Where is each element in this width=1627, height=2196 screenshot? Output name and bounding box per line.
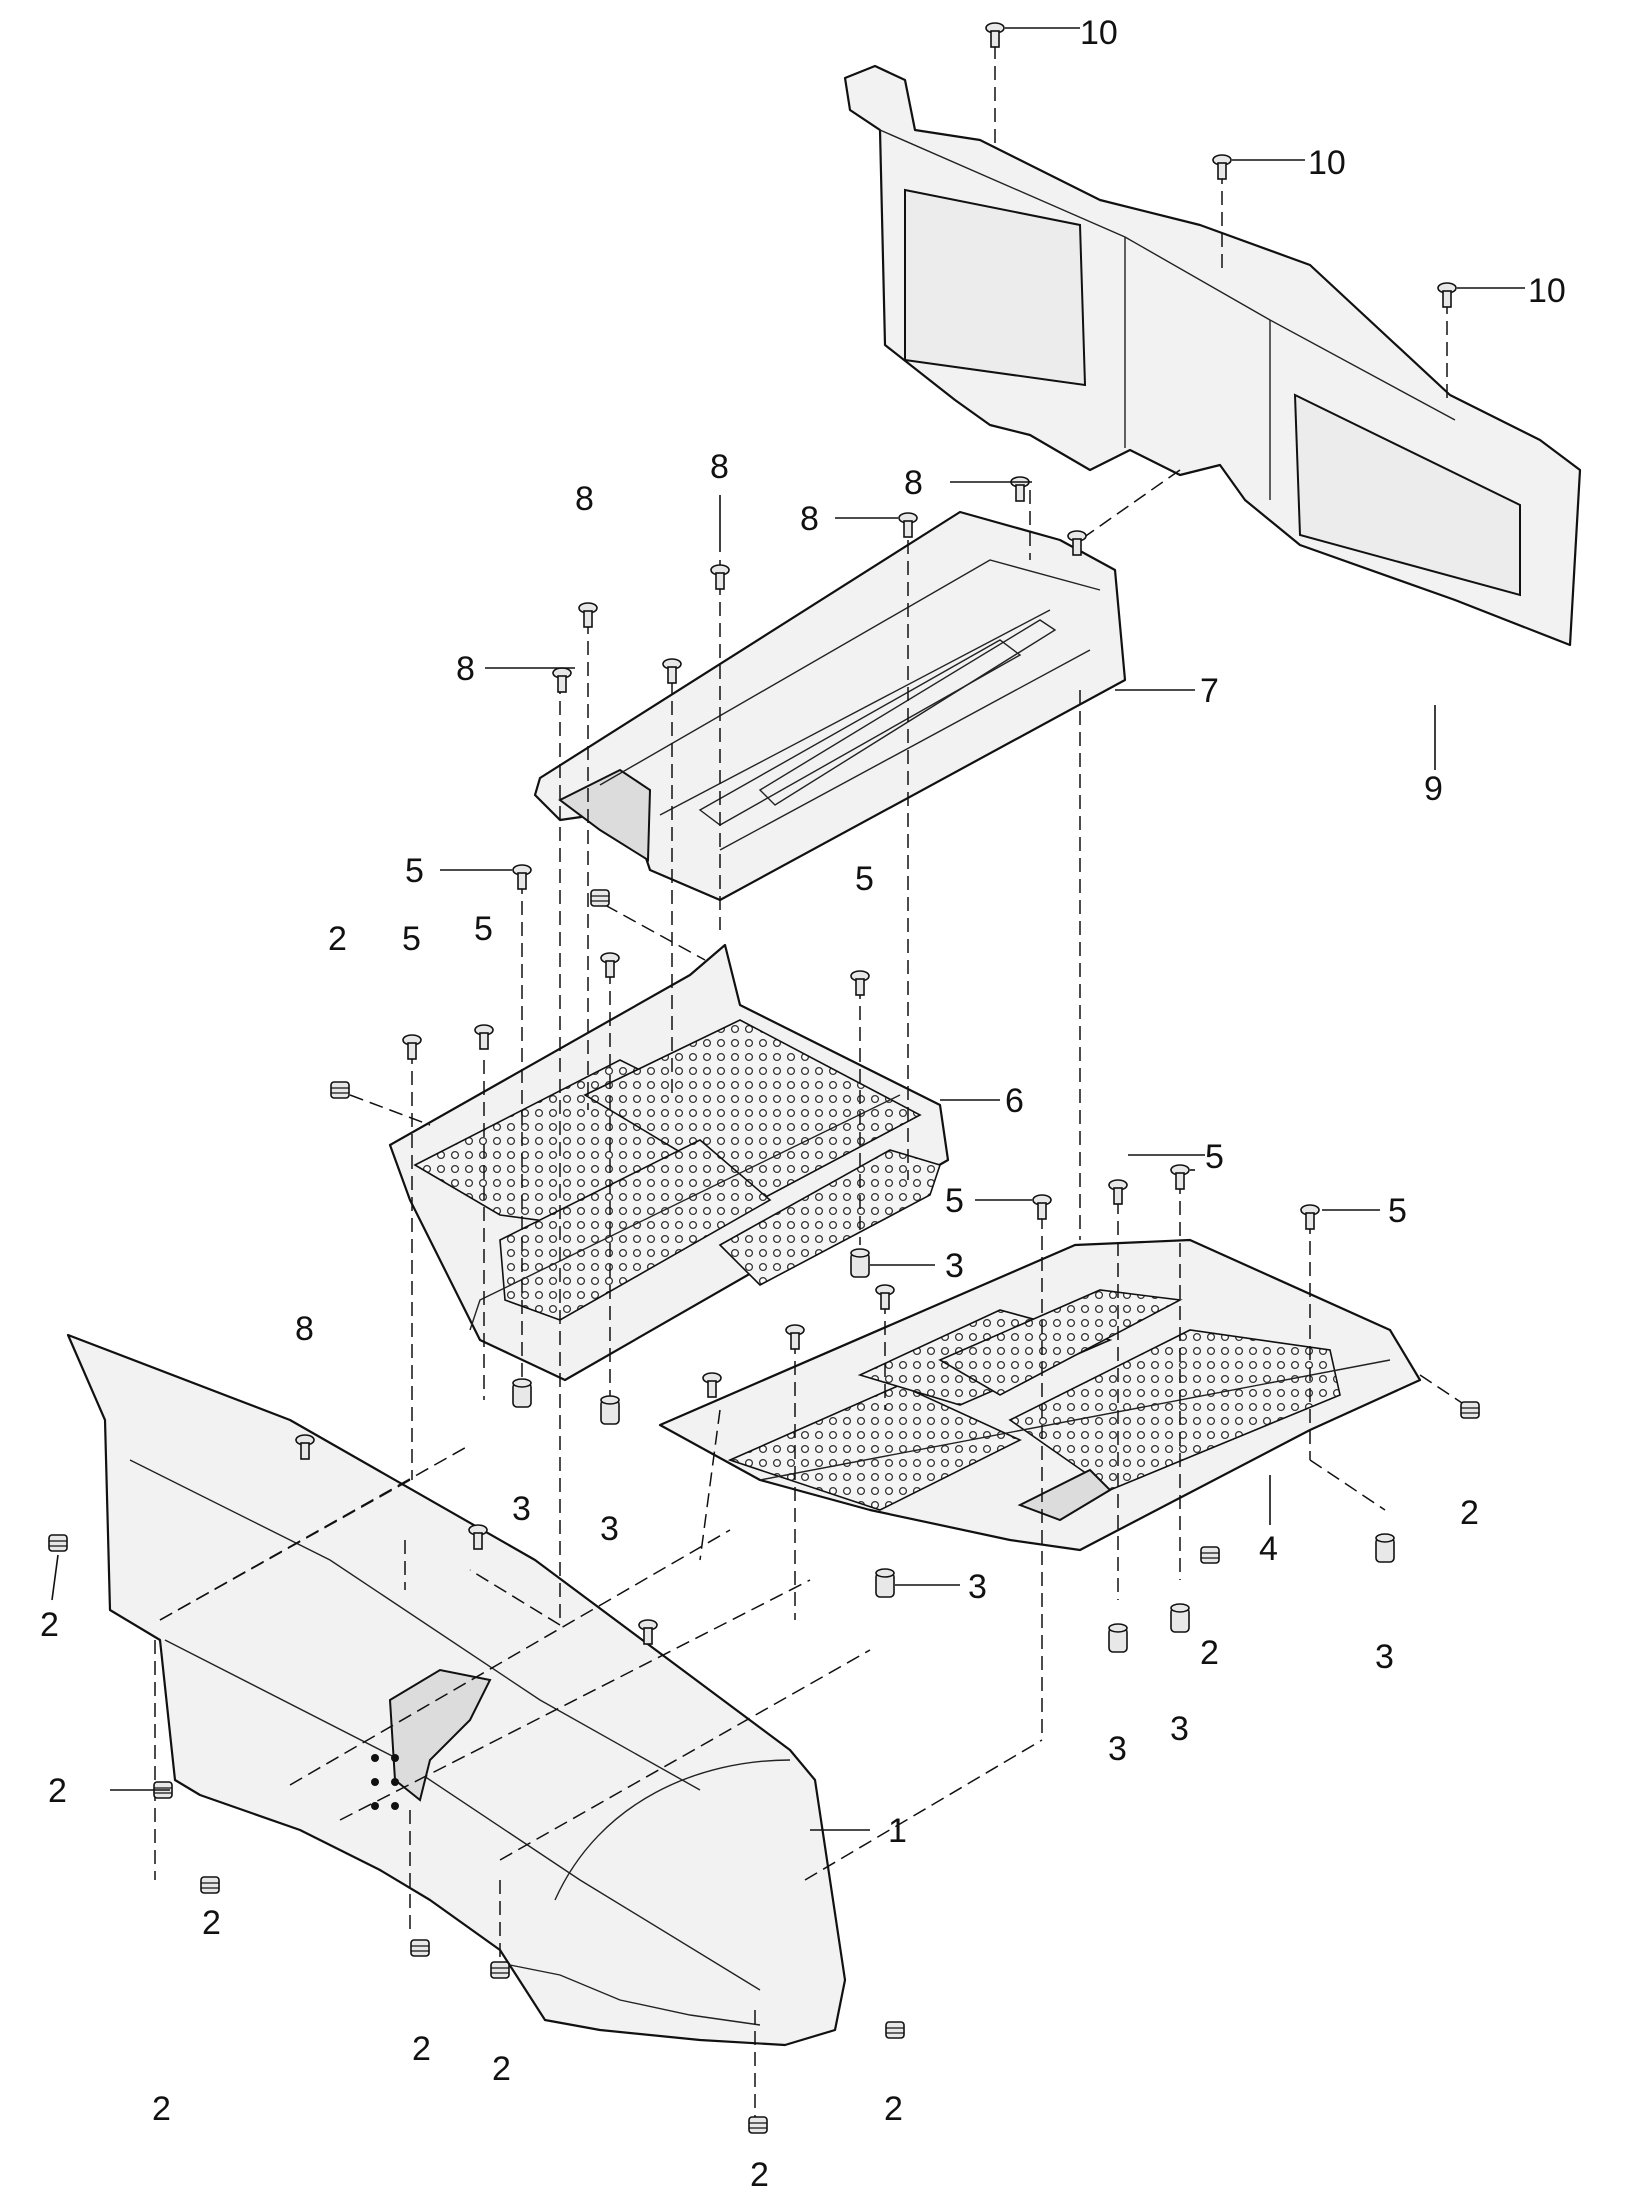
fastener-8-b [898, 512, 918, 538]
fastener-5-c [474, 1024, 494, 1050]
fastener-10-a [985, 22, 1005, 48]
callout-1: 1 [888, 1812, 907, 1850]
callout-3: 3 [945, 1247, 964, 1285]
center-floor-tray [388, 943, 950, 1382]
callout-8: 8 [904, 464, 923, 502]
clip-2-d [1200, 1546, 1220, 1564]
fastener-5-h [1170, 1164, 1190, 1190]
callout-9: 9 [1424, 770, 1443, 808]
callout-4: 4 [1259, 1530, 1278, 1568]
callout-labels: 10 10 10 9 7 6 4 1 8 8 8 8 8 8 5 5 5 5 5… [40, 14, 1566, 2194]
spacer-3-b [512, 1378, 532, 1408]
callout-3: 3 [512, 1490, 531, 1528]
fastener-10-b [1212, 154, 1232, 180]
callout-2: 2 [884, 2090, 903, 2128]
assembly-lines [154, 45, 1466, 2120]
callout-5: 5 [1388, 1192, 1407, 1230]
callout-10: 10 [1528, 272, 1566, 310]
center-console-tray [533, 510, 1127, 902]
callout-2: 2 [750, 2156, 769, 2194]
callout-2: 2 [202, 1904, 221, 1942]
callout-5: 5 [402, 920, 421, 958]
callout-5: 5 [1205, 1138, 1224, 1176]
fastener-5-i [1300, 1204, 1320, 1230]
callout-2: 2 [1460, 1494, 1479, 1532]
fastener-8-a [1010, 476, 1030, 502]
clip-2-e [48, 1534, 68, 1552]
clip-2-b [590, 889, 610, 907]
callout-10: 10 [1308, 144, 1346, 182]
clip-2-c [1460, 1401, 1480, 1419]
fastener-5-f [1032, 1194, 1052, 1220]
clip-2-g [200, 1876, 220, 1894]
clip-2-i [490, 1961, 510, 1979]
fastener-5-e [850, 970, 870, 996]
fastener-10-c [1437, 282, 1457, 308]
callout-5: 5 [855, 860, 874, 898]
callout-8: 8 [456, 650, 475, 688]
rear-trim-panel [843, 64, 1582, 647]
callout-2: 2 [48, 1772, 67, 1810]
callout-2: 2 [412, 2030, 431, 2068]
spacer-3-e [1108, 1623, 1128, 1653]
clip-2-j [748, 2116, 768, 2134]
callout-5: 5 [945, 1182, 964, 1220]
callout-6: 6 [1005, 1082, 1024, 1120]
fastener-5-g [1108, 1179, 1128, 1205]
callout-3: 3 [600, 1510, 619, 1548]
callout-3: 3 [968, 1568, 987, 1606]
callout-7: 7 [1200, 672, 1219, 710]
callout-8: 8 [295, 1310, 314, 1348]
callout-8: 8 [800, 500, 819, 538]
fastener-5-b [402, 1034, 422, 1060]
clip-2-a [330, 1081, 350, 1099]
callout-2: 2 [152, 2090, 171, 2128]
fastener-5-j [875, 1284, 895, 1310]
fastener-5-k [785, 1324, 805, 1350]
leader-lines [51, 27, 1525, 1831]
spacer-3-f [1170, 1603, 1190, 1633]
spacer-3-g [1375, 1533, 1395, 1563]
callout-3: 3 [1170, 1710, 1189, 1748]
callout-2: 2 [1200, 1634, 1219, 1672]
callout-10: 10 [1080, 14, 1118, 52]
fastener-5-d [600, 952, 620, 978]
fastener-8-f [552, 667, 572, 693]
spacer-3-a [850, 1248, 870, 1278]
left-side-trim-panel [66, 1333, 847, 2047]
right-floor-tray [658, 1238, 1422, 1552]
fastener-5-a [512, 864, 532, 890]
callout-5: 5 [405, 852, 424, 890]
callout-8: 8 [710, 448, 729, 486]
fastener-8-d [578, 602, 598, 628]
callout-3: 3 [1375, 1638, 1394, 1676]
clip-2-h [410, 1939, 430, 1957]
callout-2: 2 [328, 920, 347, 958]
fastener-8-c [710, 564, 730, 590]
callout-5: 5 [474, 910, 493, 948]
spacer-3-d [875, 1568, 895, 1598]
fastener-8-e [662, 658, 682, 684]
callout-8: 8 [575, 480, 594, 518]
callout-2: 2 [492, 2050, 511, 2088]
callout-2: 2 [40, 1606, 59, 1644]
callout-3: 3 [1108, 1730, 1127, 1768]
clip-2-k [885, 2021, 905, 2039]
fastener-5-l [702, 1372, 722, 1398]
spacer-3-c [600, 1395, 620, 1425]
